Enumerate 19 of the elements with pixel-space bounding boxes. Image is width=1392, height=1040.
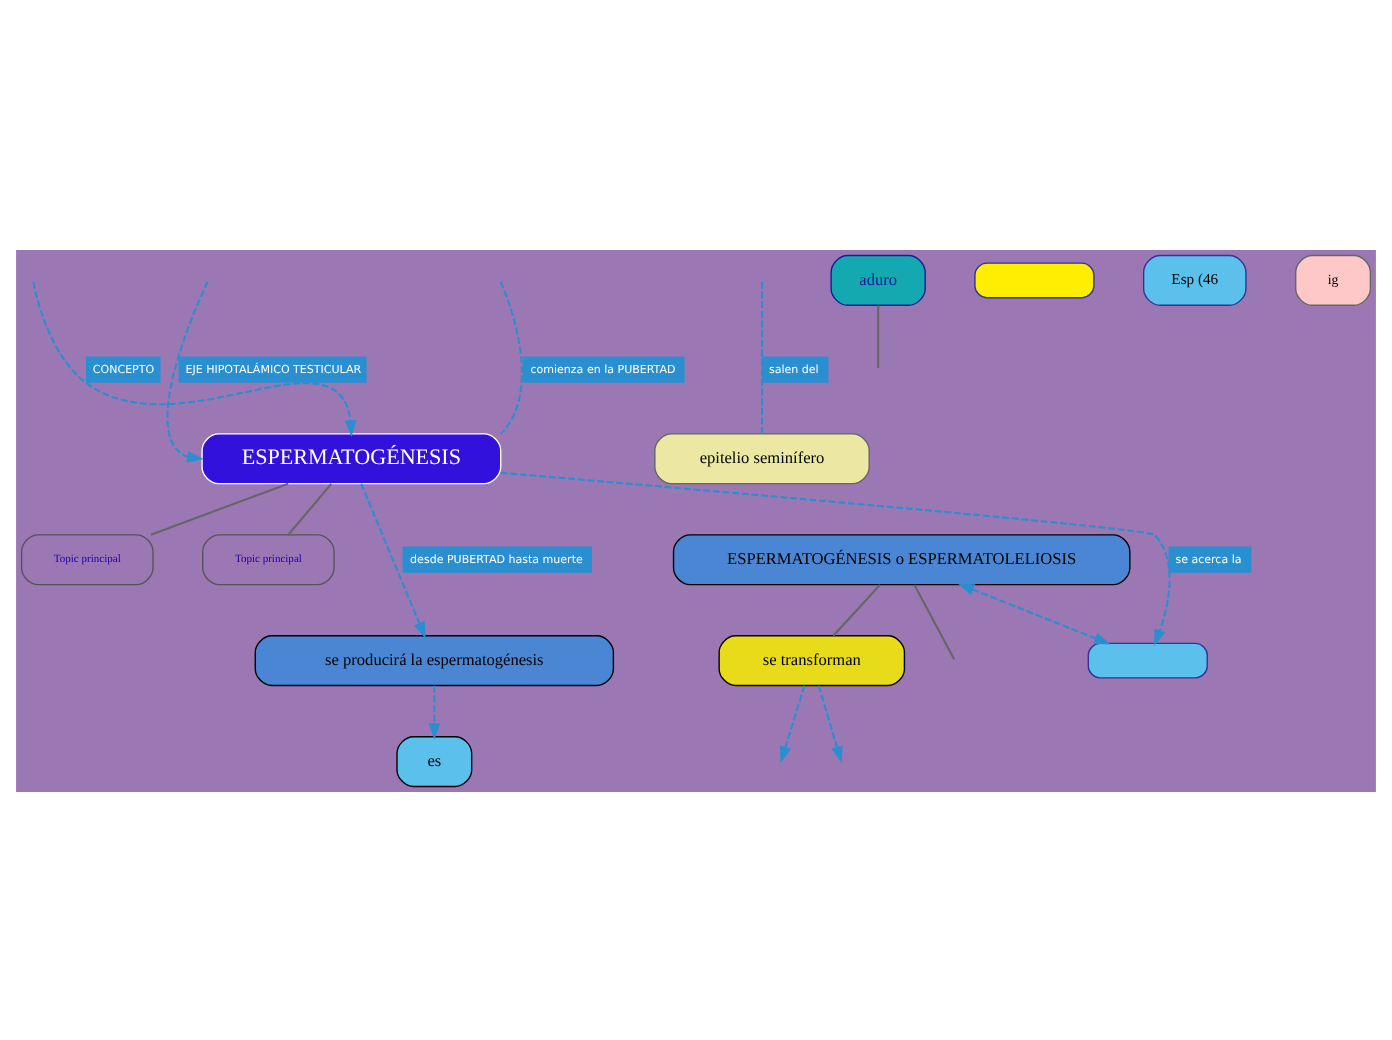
connector [287,482,333,535]
arrow [957,582,1111,644]
arrow [817,684,843,763]
connector [150,481,289,535]
connector [761,280,764,433]
connector [877,304,880,368]
arrow [428,684,441,739]
node-box: Esp (46 [1142,253,1247,305]
arrow [166,280,209,462]
connector [913,583,956,659]
arrow [779,684,806,763]
node-box [974,261,1095,298]
arrow [500,470,1171,646]
node-box [1087,641,1208,678]
node-box: ESPERMATOGÉNESIS [201,432,502,484]
arrow [360,482,426,638]
connector [832,583,881,636]
connector [499,280,523,434]
arrow [32,280,357,436]
